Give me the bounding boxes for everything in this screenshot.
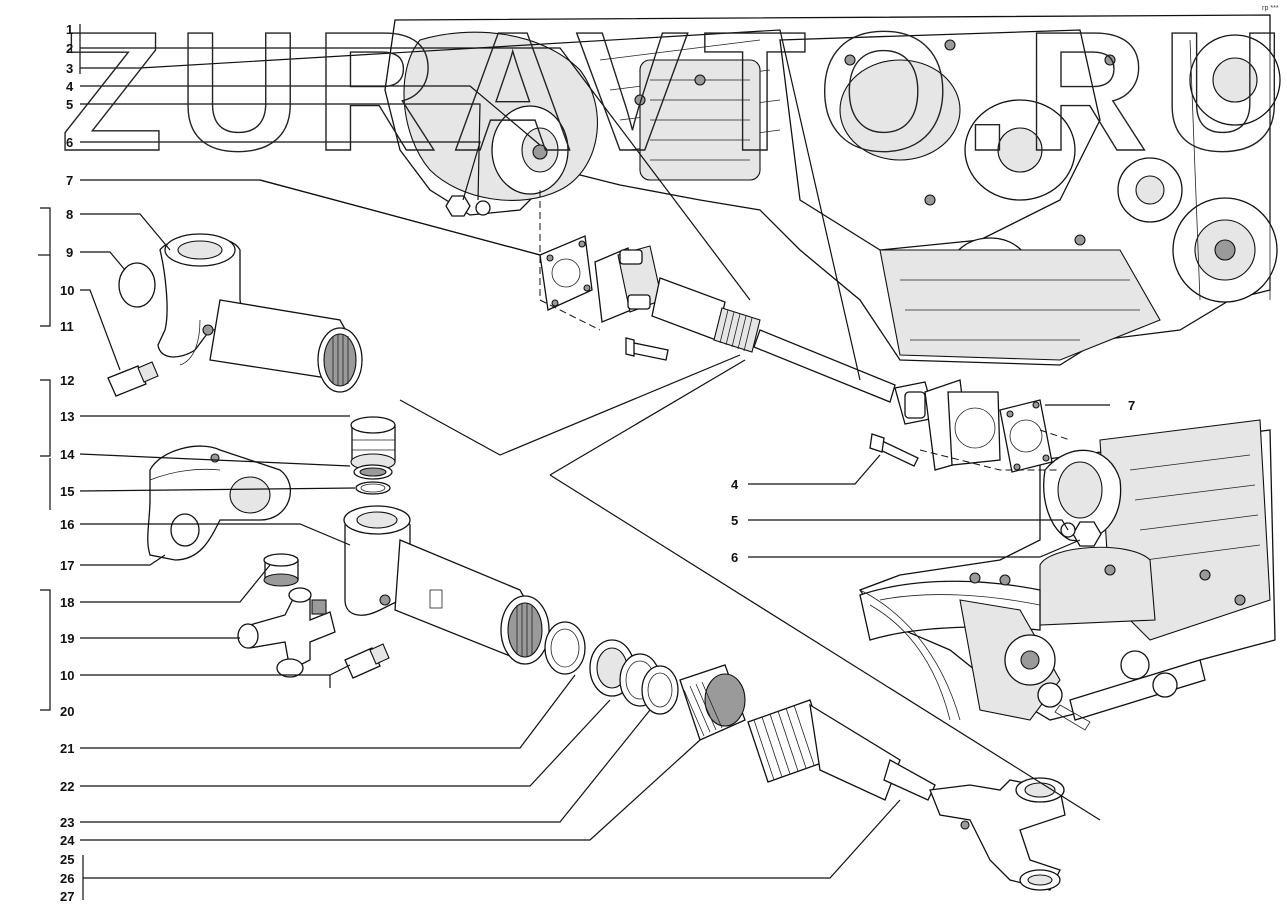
callout-15: 15 — [60, 484, 74, 499]
callout-5-right: 5 — [731, 513, 738, 528]
exploded-parts — [107, 233, 1066, 891]
callout-6: 6 — [66, 135, 73, 150]
callout-4: 4 — [66, 79, 74, 94]
callout-7-right: 7 — [1128, 398, 1135, 413]
callout-7: 7 — [66, 173, 73, 188]
callout-labels: 1 2 3 4 5 6 7 8 9 10 11 12 13 14 15 16 1… — [60, 22, 1135, 904]
watermark-text: ZURAVTO.RU — [60, 0, 1287, 187]
callout-9: 9 — [66, 245, 73, 260]
callout-13: 13 — [60, 409, 74, 424]
callout-17: 17 — [60, 558, 74, 573]
axle-differential-assembly — [859, 419, 1276, 731]
callout-24: 24 — [60, 833, 75, 848]
callout-2: 2 — [66, 41, 73, 56]
callout-10-second: 10 — [60, 668, 74, 683]
callout-18: 18 — [60, 595, 74, 610]
callout-26: 26 — [60, 871, 74, 886]
callout-6-right: 6 — [731, 550, 738, 565]
callout-10: 10 — [60, 283, 74, 298]
callout-3: 3 — [66, 61, 73, 76]
callout-5: 5 — [66, 97, 73, 112]
callout-8: 8 — [66, 207, 73, 222]
engine-gearbox-assembly — [384, 14, 1281, 366]
callout-14: 14 — [60, 447, 75, 462]
assembled-propeller-shaft — [539, 235, 1053, 473]
callout-20: 20 — [60, 704, 74, 719]
callout-25: 25 — [60, 852, 74, 867]
callout-19: 19 — [60, 631, 74, 646]
callout-21: 21 — [60, 741, 74, 756]
leader-lines — [38, 24, 1110, 900]
callout-4-right: 4 — [731, 477, 739, 492]
assembly-guide-lines — [539, 190, 1071, 471]
callout-22: 22 — [60, 779, 74, 794]
callout-11: 11 — [60, 319, 74, 334]
callout-16: 16 — [60, 517, 74, 532]
callout-27: 27 — [60, 889, 74, 904]
callout-12: 12 — [60, 373, 74, 388]
corner-mark: гр *** — [1262, 5, 1279, 12]
callout-1: 1 — [66, 22, 73, 37]
callout-23: 23 — [60, 815, 74, 830]
